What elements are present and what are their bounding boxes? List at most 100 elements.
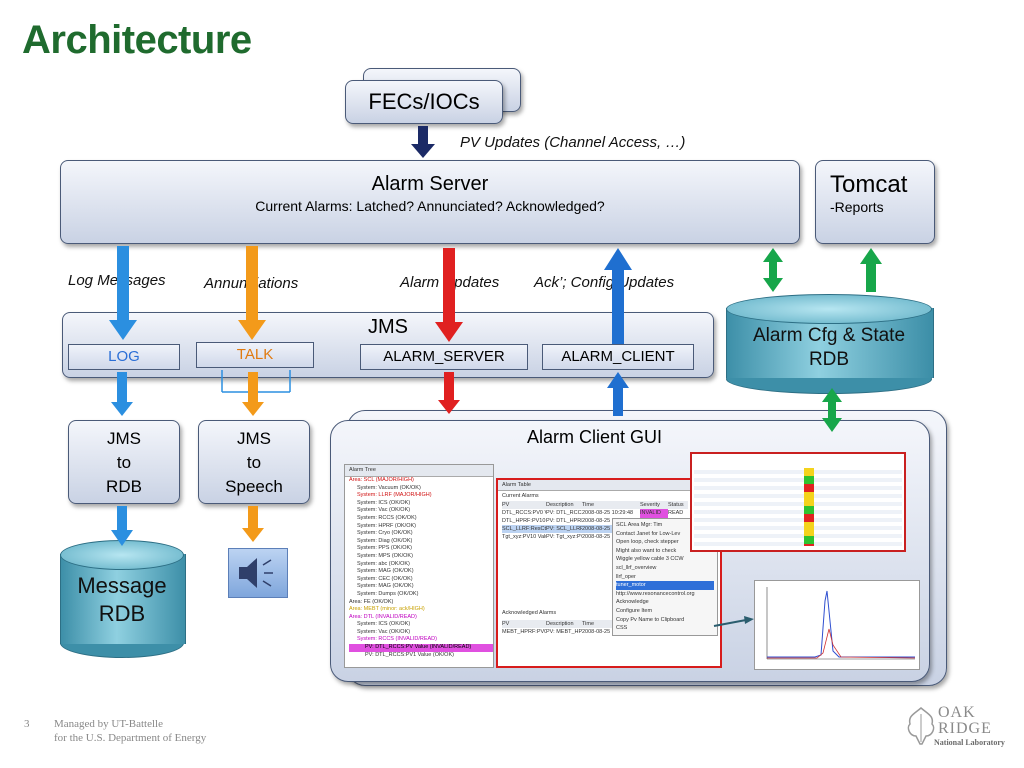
tree-item[interactable]: System: Vac (OK/OK)	[357, 507, 411, 514]
alarm-tree-screenshot: Alarm Tree Area: SCL (MAJOR/HIGH)System:…	[344, 464, 494, 668]
jms-title: JMS	[368, 316, 408, 338]
oak-ridge-logo: OAK RIDGE National Laboratory	[904, 704, 1020, 754]
tree-item[interactable]: System: Diag (OK/OK)	[357, 537, 413, 544]
log-messages-label: Log Messages	[68, 272, 166, 289]
fecs-label: FECs/IOCs	[368, 89, 480, 114]
jms-to-speech-box: JMS to Speech	[198, 420, 310, 504]
current-alarms-heading: Current Alarms	[502, 493, 539, 499]
jms-to-speech-l1: JMS	[237, 429, 271, 448]
context-menu-item[interactable]: tuner_motor	[616, 581, 714, 590]
ack-config-label: Ack’; Config Updates	[534, 274, 675, 291]
tomcat-box: Tomcat -Reports	[815, 160, 935, 244]
jms-topic-alarm-server-label: ALARM_SERVER	[383, 348, 505, 365]
jms-to-rdb-box: JMS to RDB	[68, 420, 180, 504]
jms-to-rdb-l1: JMS	[107, 429, 141, 448]
table-cell: DTL_RCCS:PV0 Value	[502, 510, 546, 516]
jms-topic-log: LOG	[68, 344, 180, 370]
rdb-cylinder-top	[726, 294, 932, 324]
context-menu-item[interactable]: SCL Area Mgr: Tim	[616, 522, 663, 528]
rdb-label-line1: Alarm Cfg & State	[752, 325, 906, 346]
context-menu-item[interactable]: Contact Janet for Low-Lev	[616, 530, 681, 537]
jms-topic-talk-label: TALK	[236, 346, 274, 363]
message-rdb-label: Message RDB	[60, 572, 184, 628]
table-cell: PV: DTL_HPRF:P	[546, 518, 582, 524]
tree-item[interactable]: Area: FE (OK/OK)	[349, 598, 394, 605]
jms-to-speech-l2: to	[246, 453, 262, 472]
tree-item[interactable]: PV: DTL_RCCS:PV1 Value (OK/OK)	[365, 651, 454, 658]
tree-item[interactable]: System: MAG (OK/OK)	[357, 583, 414, 590]
table-cell: INVALID	[640, 509, 668, 517]
table-cell: PV: Tgt_xyz:PV1	[546, 534, 582, 540]
table-row[interactable]: Tgt_xyz:PV10 ValuePV: Tgt_xyz:PV12008-08…	[502, 533, 720, 541]
tree-item[interactable]: System: ICS (OK/OK)	[357, 499, 411, 506]
jms-topic-log-label: LOG	[108, 348, 140, 365]
tree-item[interactable]: System: MAG (OK/OK)	[357, 568, 414, 575]
context-menu-item[interactable]: Configure Item	[616, 607, 653, 614]
table-row[interactable]: SCL_LLRF:ResCtrl RPV: SCL_LLRF:Re2008-08…	[502, 525, 720, 533]
alarm-server-subtitle: Current Alarms: Latched? Annunciated? Ac…	[255, 198, 605, 214]
tree-item[interactable]: System: Cryo (OK/OK)	[357, 530, 413, 537]
logo-line3: National Laboratory	[934, 738, 1005, 747]
server-topic-to-gui-arrow	[438, 372, 460, 414]
context-menu-item[interactable]: Open loop, check stepper	[616, 539, 679, 546]
context-menu-item[interactable]: llrf_oper	[616, 573, 636, 580]
tree-item[interactable]: System: RCCS (INVALID/READ)	[357, 636, 437, 643]
table-cell: READ	[668, 510, 684, 516]
table-header-cell: Severity	[640, 501, 668, 509]
alarm-tree-tab-label: Alarm Tree	[349, 467, 376, 473]
tree-item[interactable]: System: Vac (OK/OK)	[357, 628, 411, 635]
table-cell: 2008-08-25	[582, 534, 611, 540]
table-header-cell: Description	[546, 501, 582, 509]
pv-updates-arrow	[411, 126, 435, 158]
context-menu-item[interactable]: Acknowledge	[616, 599, 649, 606]
table-cell: DTL_HPRF:PV10 Value	[502, 518, 546, 524]
jms-to-speech-l3: Speech	[225, 477, 283, 496]
context-menu-item[interactable]: http://www.resonancecontrol.org	[616, 590, 695, 597]
alarm-table-tab-label: Alarm Table	[502, 482, 531, 488]
tree-item[interactable]: Area: DTL (INVALID/READ)	[349, 613, 417, 620]
tree-item[interactable]: System: PPS (OK/OK)	[357, 545, 413, 552]
table-cell: 2008-08-25 10:29:48	[582, 510, 634, 516]
table-header-cell: Time	[582, 501, 640, 509]
context-menu-item[interactable]: Copy Pv Name to Clipboard	[616, 616, 685, 623]
tree-item[interactable]: System: Dumps (OK/OK)	[357, 590, 419, 597]
report-table-grid	[694, 466, 902, 548]
table-header-cell: PV	[502, 501, 546, 509]
jms-topic-alarm-server: ALARM_SERVER	[360, 344, 528, 370]
tree-item[interactable]: System: LLRF (MAJOR/HIGH)	[357, 492, 432, 499]
table-row[interactable]: DTL_RCCS:PV0 ValuePV: DTL_RCCS:P2008-08-…	[502, 509, 720, 517]
tree-item[interactable]: PV: DTL_RCCS:PV Value (INVALID/READ)	[349, 644, 493, 652]
jms-to-rdb-l3: RDB	[106, 477, 142, 496]
alarm-server-title: Alarm Server	[371, 173, 489, 195]
message-rdb-top	[60, 540, 184, 570]
tree-item[interactable]: System: abc (OK/OK)	[357, 560, 410, 567]
ack-row[interactable]: MEBT_HPRF:PV0 ValuePV: MEBT_HPRF:P2008-0…	[502, 628, 712, 636]
tree-item[interactable]: Area: SCL (MAJOR/HIGH)	[349, 477, 414, 483]
context-menu-item[interactable]: CSS	[616, 625, 628, 632]
jms-topic-alarm-client-label: ALARM_CLIENT	[561, 348, 675, 365]
jms-topic-talk: TALK	[196, 342, 314, 368]
jms-to-rdb-l2: to	[116, 453, 132, 472]
tree-item[interactable]: System: HPRF (OK/OK)	[357, 522, 416, 529]
tree-item[interactable]: System: Vacuum (OK/OK)	[357, 484, 421, 491]
tree-item[interactable]: Area: MEBT (minor: ack/HIGH)	[349, 606, 425, 613]
rdb-tomcat-arrow	[860, 248, 882, 292]
tree-item[interactable]: System: MPS (OK/OK)	[357, 552, 413, 559]
ack-cell: Description	[546, 620, 582, 628]
tree-item[interactable]: System: ICS (OK/OK)	[357, 621, 411, 628]
rdb-label: Alarm Cfg & State RDB	[726, 324, 932, 372]
alarm-client-gui-title: Alarm Client GUI	[527, 427, 663, 447]
speaker-icon	[228, 548, 288, 598]
tree-item[interactable]: System: CEC (OK/OK)	[357, 575, 413, 582]
ack-cell: 2008-08-25 10:29:48	[582, 629, 634, 635]
context-menu-item[interactable]: scl_llrf_overview	[616, 564, 657, 571]
log-to-rdb-arrow	[111, 372, 133, 416]
table-header-cell: Status	[668, 501, 688, 509]
context-menu-item[interactable]: Wiggle yellow cable 3 CCW	[616, 556, 684, 563]
table-cell: SCL_LLRF:ResCtrl R	[502, 526, 546, 532]
context-menu-item[interactable]: Might also want to check	[616, 547, 677, 554]
tree-item[interactable]: System: RCCS (OK/OK)	[357, 514, 417, 521]
